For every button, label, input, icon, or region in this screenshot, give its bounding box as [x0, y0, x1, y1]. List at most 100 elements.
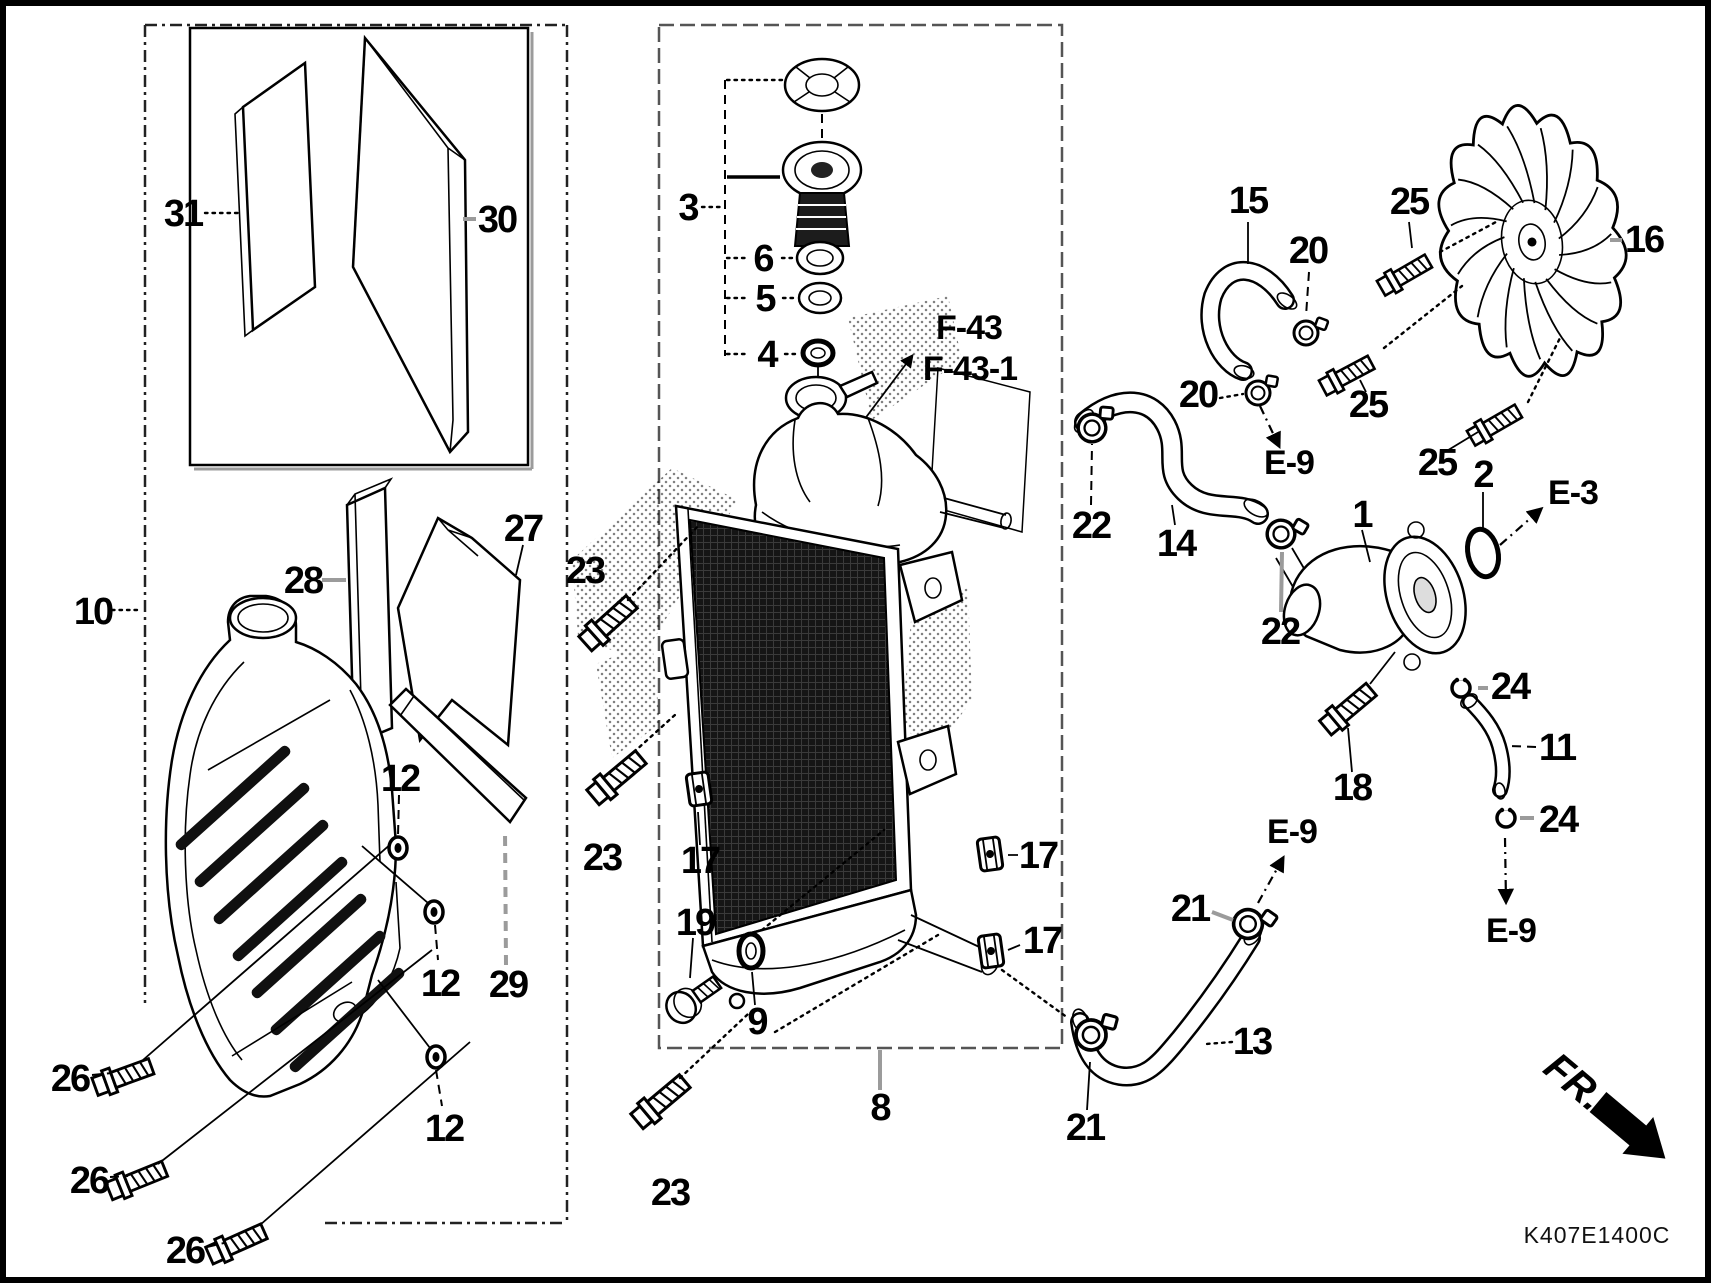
bolt-26-b — [103, 1155, 171, 1205]
ref-e3: E-3 — [1548, 474, 1598, 512]
seal-ring-6 — [795, 240, 845, 276]
callout-12-b: 12 — [421, 963, 460, 1005]
callout-4: 4 — [757, 334, 778, 376]
callout-20-b: 20 — [1179, 374, 1218, 416]
callout-18: 18 — [1333, 767, 1372, 809]
o-ring-4 — [800, 338, 836, 368]
ref-e9-c: E-9 — [1267, 813, 1317, 851]
grommet-12-b — [423, 899, 445, 925]
callout-23-a: 23 — [566, 550, 605, 592]
radiator-cap — [783, 57, 861, 113]
ref-f43-1: F-43-1 — [923, 350, 1017, 388]
callout-28: 28 — [284, 560, 323, 602]
hose-14 — [1073, 391, 1269, 525]
clamp-21-a — [1228, 900, 1281, 947]
ref-e9-b: E-9 — [1486, 912, 1536, 950]
callout-6: 6 — [753, 238, 773, 280]
radiator-side-brackets — [660, 550, 964, 796]
thermostat-housing-1 — [1282, 521, 1467, 671]
callout-20-a: 20 — [1289, 230, 1328, 272]
diagram-code: K407E1400C — [1524, 1222, 1671, 1248]
grommet-12-a — [387, 835, 409, 861]
callout-3: 3 — [678, 187, 698, 229]
pipe-11 — [1460, 693, 1511, 800]
callout-labels: 10 31 30 28 27 29 12 12 12 26 26 26 3 6 … — [51, 180, 1666, 1272]
callout-8: 8 — [870, 1087, 890, 1129]
callout-26-c: 26 — [166, 1230, 205, 1272]
callout-12-c: 12 — [425, 1108, 464, 1150]
bolt-25-c — [1464, 399, 1526, 450]
screw-19 — [665, 974, 723, 1025]
clip-24-b — [1497, 808, 1515, 827]
callout-17-b: 17 — [1019, 835, 1058, 877]
callout-16: 16 — [1625, 219, 1664, 261]
ref-e9-a: E-9 — [1264, 444, 1314, 482]
clip-17-b — [975, 835, 1005, 873]
callout-24-a: 24 — [1491, 666, 1531, 708]
callout-12-a: 12 — [381, 758, 420, 800]
callout-21-a: 21 — [1171, 888, 1211, 930]
f43-arrow — [857, 353, 914, 429]
bolt-26-a — [89, 1052, 157, 1101]
callout-23-b: 23 — [583, 837, 622, 879]
callout-3-bracket — [700, 78, 802, 356]
callout-19: 19 — [676, 902, 715, 944]
hose-15 — [1200, 260, 1298, 381]
callout-25-a: 25 — [1390, 181, 1430, 223]
o-ring-2 — [1465, 526, 1501, 580]
callout-10: 10 — [74, 591, 113, 633]
callout-22-b: 22 — [1261, 611, 1300, 653]
callout-21-b: 21 — [1066, 1107, 1106, 1149]
clip-24-a — [1452, 678, 1470, 697]
pad-30 — [351, 34, 470, 455]
pad-28 — [345, 477, 394, 746]
seal-ring-5 — [797, 281, 843, 315]
callout-29: 29 — [489, 964, 528, 1006]
callout-2: 2 — [1473, 454, 1493, 496]
callout-26-b: 26 — [70, 1160, 109, 1202]
shroud-louvers — [175, 745, 405, 1073]
callout-26-a: 26 — [51, 1058, 90, 1100]
callout-11: 11 — [1539, 727, 1577, 769]
callout-25-b: 25 — [1349, 384, 1389, 426]
radiator-core — [674, 504, 913, 948]
callout-9: 9 — [747, 1001, 767, 1043]
clip-17-a — [684, 770, 714, 808]
bolt-25-a — [1374, 249, 1436, 300]
filler-cap — [781, 140, 863, 247]
cooling-fan-16 — [1437, 104, 1628, 378]
bolt-23-b — [582, 745, 651, 809]
bolt-23-c — [626, 1069, 695, 1133]
fr-direction-arrow — [1589, 1092, 1666, 1159]
grommet-12-c — [425, 1044, 447, 1070]
ref-f43: F-43 — [936, 309, 1002, 347]
pad-31 — [234, 60, 317, 338]
callout-17-a: 17 — [681, 840, 720, 882]
leader-lines — [91, 211, 1622, 1248]
clamp-20-a — [1292, 315, 1330, 347]
bolt-26-c — [202, 1218, 271, 1269]
callout-15: 15 — [1229, 180, 1269, 222]
reference-labels: F-43 F-43-1 E-3 E-9 E-9 E-9 — [923, 309, 1599, 950]
callout-23-c: 23 — [651, 1172, 690, 1214]
f43-reference-window — [929, 367, 1031, 533]
callout-30: 30 — [478, 199, 517, 241]
callout-17-c: 17 — [1023, 920, 1062, 962]
callout-22-a: 22 — [1072, 505, 1111, 547]
clamp-22-b — [1263, 511, 1312, 554]
callout-5: 5 — [755, 278, 776, 320]
callout-1: 1 — [1352, 494, 1373, 536]
grommet-9 — [736, 931, 766, 971]
pad-29 — [388, 687, 528, 824]
callout-24-b: 24 — [1539, 799, 1579, 841]
callout-14: 14 — [1157, 523, 1197, 565]
callout-27: 27 — [504, 508, 543, 550]
group-box-10 — [143, 23, 569, 1225]
callout-31: 31 — [164, 193, 204, 235]
shroud-cover — [164, 594, 405, 1098]
inner-box-pads — [188, 26, 534, 471]
clip-17-c — [976, 932, 1006, 970]
